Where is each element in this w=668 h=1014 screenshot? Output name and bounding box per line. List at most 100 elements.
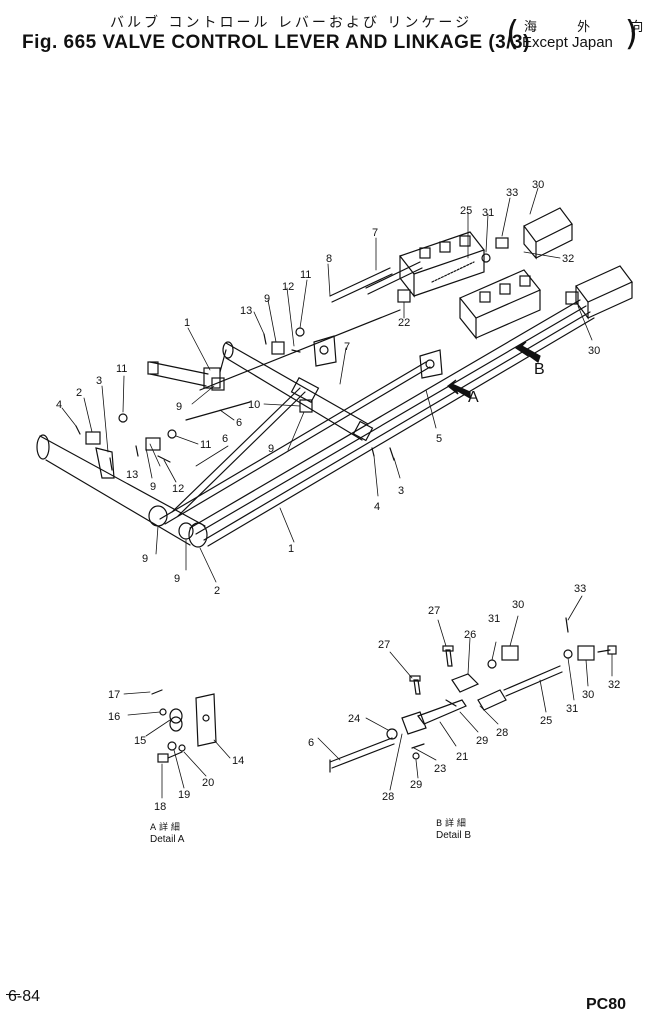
arrow-b	[514, 341, 541, 363]
callout-11-a: 11	[116, 363, 127, 375]
bolt-12-b	[291, 349, 301, 353]
callout-15: 15	[134, 735, 146, 747]
clevis-30-b	[565, 291, 579, 305]
callout-a: A	[468, 389, 479, 406]
callout-b-27-a: 27	[428, 605, 440, 617]
callout-13-a: 13	[240, 305, 252, 317]
callout-7: 7	[372, 227, 378, 239]
nut-11-a	[118, 413, 128, 423]
page-number-mark	[6, 994, 20, 995]
bracket-10	[313, 335, 337, 367]
callout-8: 8	[326, 253, 332, 265]
rod-1-long	[189, 299, 587, 535]
callout-9-e: 9	[142, 553, 148, 565]
callout-b-31-a: 31	[488, 613, 500, 625]
callout-4-b: 4	[374, 501, 380, 513]
callout-2-b: 2	[214, 585, 220, 597]
callout-30-b: 30	[588, 345, 600, 357]
callout-b-31-b: 31	[566, 703, 578, 715]
callout-20: 20	[202, 777, 214, 789]
callout-b-27-b: 27	[378, 639, 390, 651]
clamp-9-b	[145, 437, 161, 451]
callouts-detail-a: 14 15 16 17 18 19 20	[108, 689, 244, 813]
control-valve-top-right	[523, 207, 573, 260]
header: バルブ コントロール レバーおよび リンケージ Fig. 665 VALVE C…	[0, 0, 668, 60]
rod-5	[203, 311, 595, 547]
callout-b-6: 6	[308, 737, 314, 749]
callout-b-28-a: 28	[496, 727, 508, 739]
bracket-5	[419, 349, 443, 379]
callout-11-c: 11	[300, 269, 311, 281]
title-japanese: バルブ コントロール レバーおよび リンケージ	[110, 15, 473, 31]
callout-1: 1	[184, 317, 190, 329]
callout-9-a: 9	[264, 293, 270, 305]
callout-4: 4	[56, 399, 62, 411]
callout-30-a: 30	[532, 179, 544, 191]
pin-13-b	[263, 333, 267, 345]
callout-b-30-a: 30	[512, 599, 524, 611]
arrow-a	[447, 379, 471, 400]
callout-10: 10	[248, 399, 260, 411]
rod-6-upper	[159, 361, 431, 525]
rod-6-lower	[171, 387, 306, 517]
bolt-3-a	[109, 457, 113, 471]
callout-b-26: 26	[464, 629, 476, 641]
callout-6: 6	[236, 417, 242, 429]
pin-4-b	[371, 447, 375, 457]
callout-32: 32	[562, 253, 574, 265]
callout-b-25: 25	[540, 715, 552, 727]
callout-b-29-a: 29	[476, 735, 488, 747]
nut-11-b	[167, 429, 177, 439]
page-number: 6-84	[8, 988, 41, 1005]
rod-8	[329, 267, 393, 303]
detail-a-caption-en: Detail A	[150, 834, 185, 845]
callout-b-30-b: 30	[582, 689, 594, 701]
callout-9-d: 9	[150, 481, 156, 493]
clamp-9-a	[85, 431, 101, 445]
front-cross-pipe	[36, 434, 208, 548]
callout-9-b: 9	[176, 401, 182, 413]
callout-25: 25	[460, 205, 472, 217]
threaded-rod-25	[431, 261, 475, 283]
callout-13-b: 13	[126, 469, 138, 481]
callout-12-a: 12	[282, 281, 294, 293]
control-valve-middle	[459, 269, 541, 340]
callout-2: 2	[76, 387, 82, 399]
callout-22: 22	[398, 317, 410, 329]
callout-3: 3	[96, 375, 102, 387]
callout-b-29-b: 29	[410, 779, 422, 791]
region-paren-right: )	[624, 14, 638, 54]
model-code: PC80	[586, 996, 627, 1013]
detail-a-caption-jp: A 詳 細	[150, 823, 180, 833]
bracket-lower	[95, 447, 115, 479]
pin-13-a	[135, 445, 139, 457]
callout-17: 17	[108, 689, 120, 701]
detail-a-group	[123, 689, 231, 799]
detail-a-caption: A 詳 細 Detail A	[150, 822, 184, 846]
callout-b-33: 33	[574, 583, 586, 595]
region-japanese: 海 外 向	[524, 20, 662, 35]
callout-b: B	[534, 361, 545, 378]
nut-31	[481, 253, 491, 263]
region-english: Except Japan	[522, 34, 613, 51]
leader-lines-main	[61, 187, 593, 583]
control-valve-upper	[399, 231, 485, 298]
callout-16: 16	[108, 711, 120, 723]
callout-9-f: 9	[174, 573, 180, 585]
callout-b-28-b: 28	[382, 791, 394, 803]
detail-b-caption: B 詳 細 Detail B	[436, 818, 471, 842]
callout-b-21: 21	[456, 751, 468, 763]
callout-3-b: 3	[398, 485, 404, 497]
callout-14: 14	[232, 755, 244, 767]
callout-12-b: 12	[172, 483, 184, 495]
callout-5: 5	[436, 433, 442, 445]
callout-b-23: 23	[434, 763, 446, 775]
bolt-3-b	[389, 447, 395, 461]
callout-b-32: 32	[608, 679, 620, 691]
region-paren-left: (	[506, 14, 520, 54]
callouts-main: 1 1 2 2 3 3 4 4 5 6 6 7 7 8 9 9 9 9 9 9 …	[56, 179, 600, 597]
callouts-detail-b: 6 21 23 24 25 26 27 27 28 28 29 29 30 30…	[308, 583, 620, 803]
callout-7-b: 7	[344, 341, 350, 353]
callout-9-c: 9	[268, 443, 274, 455]
pin-4-a	[75, 425, 81, 435]
